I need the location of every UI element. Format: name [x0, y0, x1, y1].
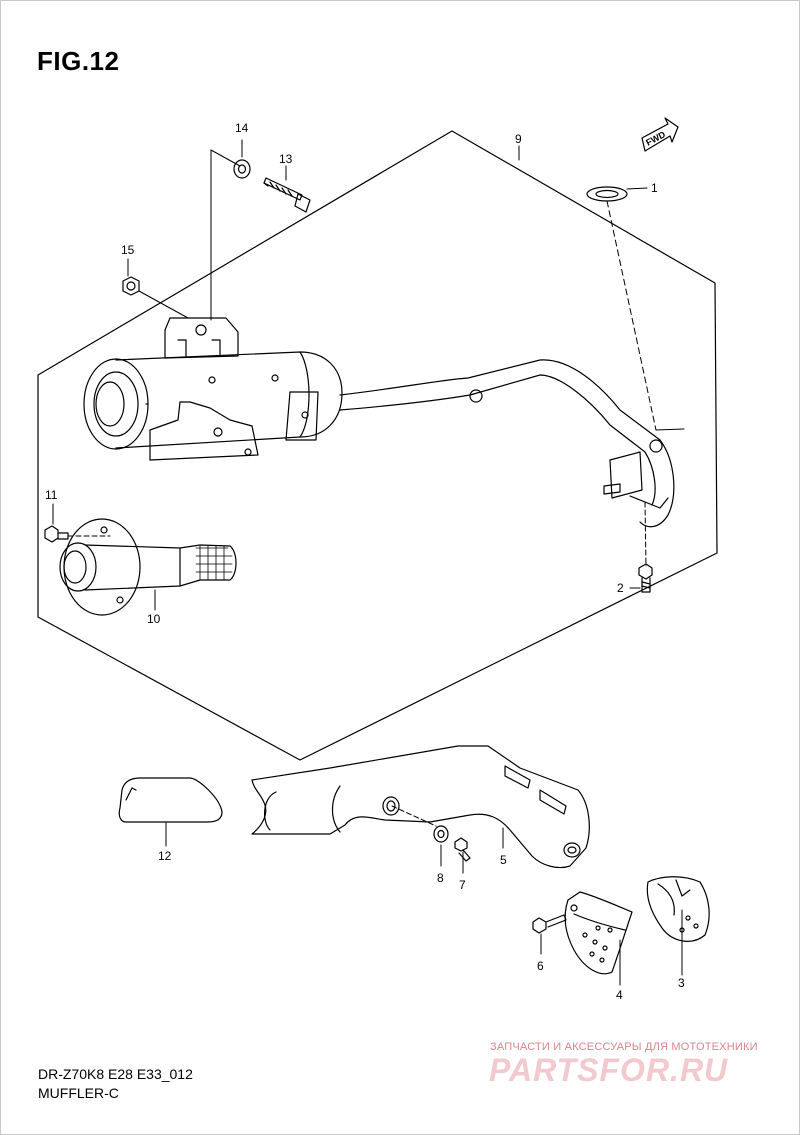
callout-6: 6: [537, 959, 544, 973]
callout-8: 8: [437, 871, 444, 885]
assembly-outline: [37, 130, 718, 761]
section-name: MUFFLER-C: [38, 1085, 119, 1101]
leader-lines: [52, 139, 685, 986]
guard-part-3: [646, 876, 710, 942]
heat-shield-part-5: [251, 745, 590, 869]
model-code: DR-Z70K8 E28 E33_012: [38, 1066, 193, 1082]
callout-7: 7: [459, 878, 466, 892]
callout-12: 12: [158, 849, 172, 863]
bolt-part-2: [638, 563, 653, 593]
fwd-arrow-icon: FWD: [641, 117, 679, 152]
gasket-part-1: [586, 186, 628, 202]
callout-2: 2: [617, 581, 624, 595]
callout-13: 13: [279, 152, 293, 166]
bolt-part-7: [454, 837, 471, 862]
washer-part-8: [433, 825, 449, 843]
callout-labels: 1 2 3 4 5 6 7 8 9 10 11 12 13 14 15: [45, 121, 685, 1002]
callout-15: 15: [121, 243, 135, 257]
callout-10: 10: [147, 612, 161, 626]
muffler-assembly-part-9: [83, 317, 675, 528]
callout-4: 4: [616, 988, 623, 1002]
spark-arrester-part-10: [59, 518, 237, 616]
callout-1: 1: [651, 181, 658, 195]
washer-part-14: [233, 159, 251, 179]
watermark-logo: PARTSFOR.RU: [489, 1052, 729, 1088]
guard-part-4: [564, 891, 633, 975]
callout-11: 11: [45, 488, 58, 502]
screw-part-11: [44, 525, 69, 543]
figure-title: FIG.12: [37, 46, 120, 76]
heat-cover-part-12: [118, 777, 223, 823]
callout-9: 9: [515, 132, 522, 146]
bolt-part-6: [532, 914, 567, 934]
callout-5: 5: [500, 853, 507, 867]
bolt-part-13: [263, 177, 311, 213]
callout-3: 3: [678, 976, 685, 990]
nut-part-15: [122, 276, 140, 296]
callout-14: 14: [235, 121, 249, 135]
watermark-tagline: ЗАПЧАСТИ И АКСЕССУАРЫ ДЛЯ МОТОТЕХНИКИ: [490, 1041, 758, 1053]
